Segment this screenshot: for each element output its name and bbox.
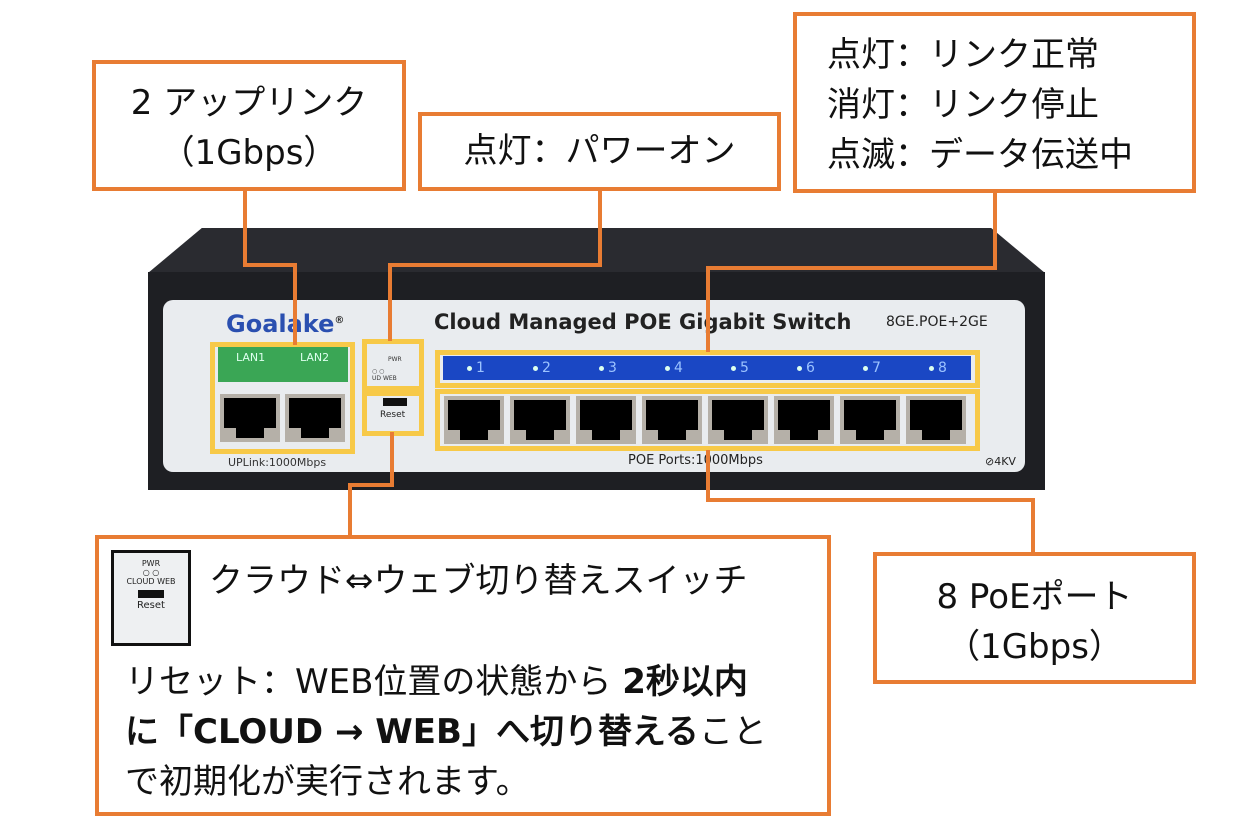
poe-led: 6 [797,360,815,376]
connector-line [243,190,247,267]
brand-logo: Goalake® [226,310,345,338]
connector-line [706,450,710,502]
pwr-highlight [362,339,424,391]
uplink-port-2 [285,394,345,442]
uplink-highlight [210,342,355,454]
connector-line [390,432,394,487]
poe-port [708,396,768,444]
poe-port [642,396,702,444]
connector-line [993,192,997,270]
uplink-callout: 2 アップリンク （1Gbps） [92,60,406,191]
connector-line [243,263,297,267]
connector-line [293,263,297,345]
pwr-label: PWR [388,356,402,363]
poe-led-bar: 1 2 3 4 5 6 7 8 [443,356,971,380]
uplink-label: UPLink:1000Mbps [228,456,327,469]
link-callout: 点灯：リンク正常 消灯：リンク停止 点滅：データ伝送中 [793,12,1196,193]
device-model: 8GE.POE+2GE [886,314,988,330]
poe-port [840,396,900,444]
connector-line [706,266,710,352]
mode-switch-callout: PWR ○ ○ CLOUD WEB Reset クラウド⇔ウェブ切り替えスイッチ… [95,535,831,816]
poe-led: 7 [863,360,881,376]
connector-line [388,263,602,267]
connector-line [706,266,997,270]
poe-port [510,396,570,444]
poe-led: 4 [665,360,683,376]
connector-line [348,483,394,487]
poe-callout: 8 PoEポート （1Gbps） [873,552,1196,684]
connector-line [348,483,352,537]
poe-led: 8 [929,360,947,376]
lan-bar: LAN1 LAN2 [218,346,348,382]
surge-label: ⊘4KV [985,455,1016,468]
reset-label: Reset [380,410,406,420]
connector-line [388,263,392,341]
device-title: Cloud Managed POE Gigabit Switch [434,310,852,334]
poe-port-highlight [435,389,980,451]
poe-led: 2 [533,360,551,376]
reset-instructions: リセット：WEB位置の状態から 2秒以内 に「CLOUD → WEB」へ切り替え… [125,662,767,802]
connector-line [706,498,1035,502]
poe-ports-label: POE Ports:1000Mbps [624,453,767,468]
connector-line [1031,498,1035,554]
mode-switch[interactable] [383,398,407,406]
switch-thumbnail: PWR ○ ○ CLOUD WEB Reset [111,550,191,646]
uplink-port-1 [220,394,280,442]
poe-port [906,396,966,444]
connector-line [598,190,602,267]
pwr-leds: ○ ○UD WEB [372,368,397,382]
switch-callout-title: クラウド⇔ウェブ切り替えスイッチ [209,561,748,601]
poe-port [444,396,504,444]
poe-led: 3 [599,360,617,376]
power-callout: 点灯：パワーオン [418,112,781,191]
poe-led-highlight [435,350,980,388]
poe-port [576,396,636,444]
poe-led: 5 [731,360,749,376]
poe-led: 1 [467,360,485,376]
reset-highlight [362,391,424,436]
poe-port [774,396,834,444]
